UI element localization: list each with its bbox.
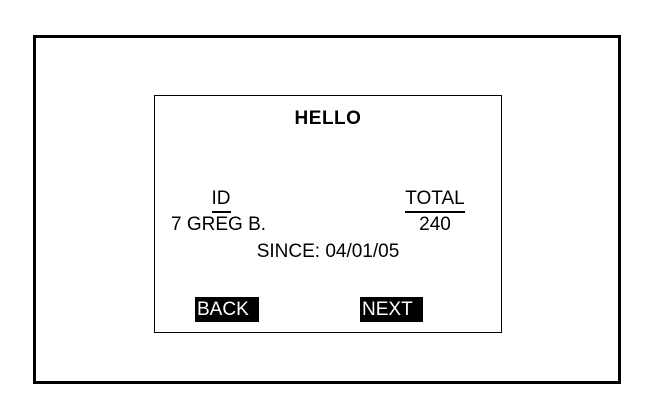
back-button[interactable]: BACK [195, 297, 259, 322]
total-value: 240 [419, 214, 451, 235]
greeting-title: HELLO [294, 108, 362, 129]
id-header-label: ID [211, 188, 231, 213]
user-id-value: 7 [171, 214, 182, 235]
display-screen: HELLO ID TOTAL 7 GREG B. 240 SINCE: 04/0… [154, 95, 502, 333]
user-id-name: 7 GREG B. [171, 214, 266, 236]
id-column-header: ID [177, 188, 265, 213]
total-column-header: TOTAL [395, 188, 475, 213]
next-button[interactable]: NEXT [360, 297, 423, 322]
since-date: SINCE: 04/01/05 [256, 241, 400, 262]
total-header-label: TOTAL [405, 188, 465, 213]
device-frame [33, 35, 621, 384]
user-name-value: GREG B. [186, 214, 267, 235]
